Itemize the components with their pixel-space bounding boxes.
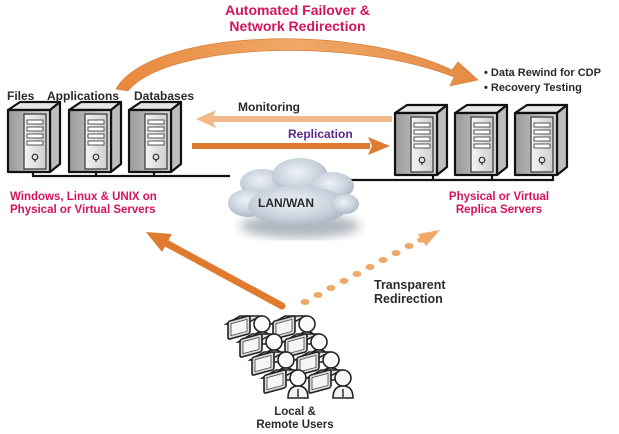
user-access-arrow xyxy=(146,232,286,310)
diagram-title: Automated Failover & Network Redirection xyxy=(0,2,619,34)
replica-caption-line-1: Physical or Virtual xyxy=(448,191,550,203)
label-files: Files xyxy=(7,89,35,103)
label-replication: Replication xyxy=(288,127,353,141)
label-users: Local & Remote Users xyxy=(250,406,340,432)
replica-server-3 xyxy=(513,103,569,177)
users-line-1: Local & xyxy=(274,406,316,418)
label-applications: Applications xyxy=(47,89,120,103)
primary-caption-line-1: Windows, Linux & UNIX on xyxy=(10,191,157,203)
primary-servers-caption: Windows, Linux & UNIX on Physical or Vir… xyxy=(10,191,157,217)
replica-features-list: • Data Rewind for CDP • Recovery Testing xyxy=(484,66,601,97)
title-line-2: Network Redirection xyxy=(229,18,366,35)
transparent-line-2: Redirection xyxy=(374,292,443,307)
feature-recovery-testing: • Recovery Testing xyxy=(484,82,582,95)
label-lan-wan: LAN/WAN xyxy=(258,196,314,210)
users-group xyxy=(225,314,354,399)
replica-servers-caption: Physical or Virtual Replica Servers xyxy=(438,191,560,217)
monitoring-arrow xyxy=(196,110,392,128)
transparent-line-1: Transparent xyxy=(374,278,446,292)
label-databases: Databases xyxy=(134,89,195,103)
users-line-2: Remote Users xyxy=(256,419,334,432)
lan-wan-cloud xyxy=(228,158,360,238)
replica-server-1 xyxy=(393,103,449,177)
replica-caption-line-2: Replica Servers xyxy=(455,204,543,217)
replica-server-2 xyxy=(453,103,509,177)
server-files xyxy=(6,100,62,174)
label-monitoring: Monitoring xyxy=(238,100,300,114)
failover-arc-arrow xyxy=(115,38,479,92)
server-applications xyxy=(67,100,123,174)
title-line-1: Automated Failover & xyxy=(225,2,370,18)
label-transparent-redirection: Transparent Redirection xyxy=(374,278,446,307)
transparent-redirection-arrow xyxy=(300,230,440,305)
replication-arrow xyxy=(192,137,390,155)
primary-caption-line-2: Physical or Virtual Servers xyxy=(10,204,156,217)
server-databases xyxy=(127,100,183,174)
feature-data-rewind: • Data Rewind for CDP xyxy=(484,67,601,79)
